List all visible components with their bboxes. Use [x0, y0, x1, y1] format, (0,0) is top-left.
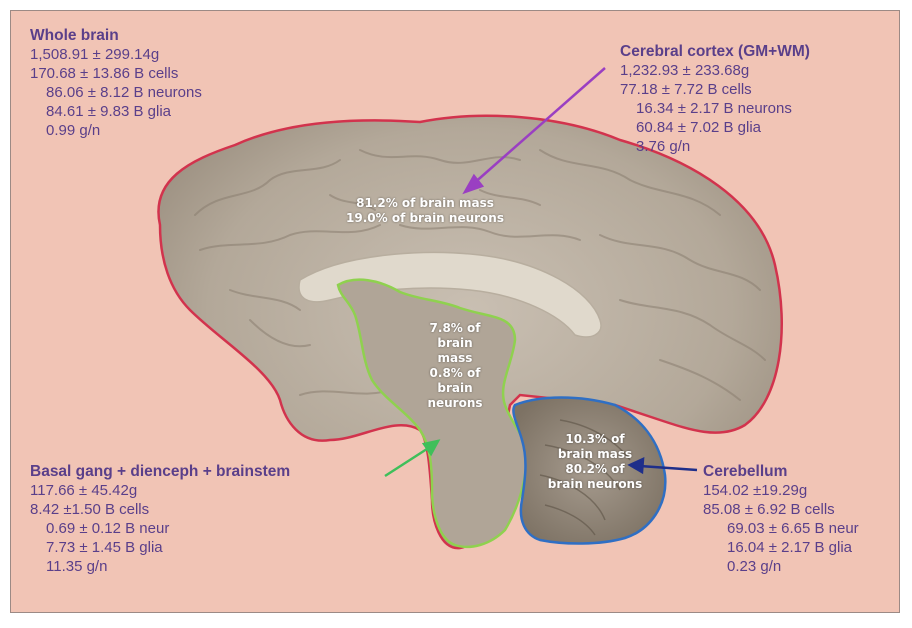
cerebral-cortex-stats: Cerebral cortex (GM+WM) 1,232.93 ± 233.6…	[620, 42, 810, 156]
basal-g-per-n: 11.35 g/n	[46, 558, 108, 575]
basal-neurons: 0.69 ± 0.12 B neur	[46, 520, 170, 537]
whole-brain-mass: 1,508.91 ± 299.14g	[30, 46, 160, 63]
cerebellum-title: Cerebellum	[703, 463, 788, 480]
basal-overlay: 7.8% of brain mass 0.8% of brain neurons	[415, 321, 495, 411]
whole-brain-stats: Whole brain 1,508.91 ± 299.14g 170.68 ± …	[30, 26, 202, 140]
cerebellum-overlay: 10.3% of brain mass 80.2% of brain neuro…	[530, 432, 660, 492]
cerebellum-overlay-line-3: 80.2% of	[565, 462, 625, 476]
cerebellum-arrow	[627, 456, 698, 475]
cortex-g-per-n: 3.76 g/n	[636, 138, 691, 155]
cerebellum-stats: Cerebellum 154.02 ±19.29g 85.08 ± 6.92 B…	[703, 462, 859, 576]
cerebellum-mass: 154.02 ±19.29g	[703, 482, 808, 499]
whole-brain-neurons: 86.06 ± 8.12 B neurons	[46, 84, 202, 101]
basal-arrow	[384, 439, 441, 478]
basal-overlay-line-6: neurons	[427, 396, 483, 410]
cortex-mass: 1,232.93 ± 233.68g	[620, 62, 750, 79]
gyri-texture	[194, 149, 766, 401]
basal-overlay-line-3: mass	[437, 351, 473, 365]
cortex-title: Cerebral cortex (GM+WM)	[620, 43, 810, 60]
basal-overlay-line-4: 0.8% of	[429, 366, 481, 380]
cortex-overlay-neurons: 19.0% of brain neurons	[346, 211, 504, 225]
cortex-arrow	[462, 67, 606, 195]
basal-glia: 7.73 ± 1.45 B glia	[46, 539, 163, 556]
basal-overlay-line-1: 7.8% of	[429, 321, 481, 335]
whole-brain-glia: 84.61 ± 9.83 B glia	[46, 103, 171, 120]
cerebellum-cells: 85.08 ± 6.92 B cells	[703, 501, 835, 518]
basal-region-shape	[336, 278, 528, 549]
basal-mass: 117.66 ± 45.42g	[30, 482, 138, 499]
cortex-neurons: 16.34 ± 2.17 B neurons	[636, 100, 792, 117]
cerebellum-g-per-n: 0.23 g/n	[727, 558, 782, 575]
whole-brain-g-per-n: 0.99 g/n	[46, 122, 101, 139]
basal-cells: 8.42 ±1.50 B cells	[30, 501, 150, 518]
cerebellum-overlay-line-4: brain neurons	[547, 477, 643, 491]
cerebellum-overlay-line-2: brain mass	[557, 447, 633, 461]
cortex-cells: 77.18 ± 7.72 B cells	[620, 81, 752, 98]
cerebellum-folia	[539, 419, 631, 536]
basal-overlay-line-5: brain	[437, 381, 473, 395]
cortex-glia: 60.84 ± 7.02 B glia	[636, 119, 761, 136]
basal-overlay-line-2: brain	[437, 336, 473, 350]
cerebellum-neurons: 69.03 ± 6.65 B neur	[727, 520, 859, 537]
cortex-overlay: 81.2% of brain mass 19.0% of brain neuro…	[330, 196, 520, 226]
basal-stats: Basal gang + dienceph + brainstem 117.66…	[30, 462, 290, 576]
cortex-overlay-mass: 81.2% of brain mass	[356, 196, 494, 210]
cerebellum-glia: 16.04 ± 2.17 B glia	[727, 539, 852, 556]
basal-title: Basal gang + dienceph + brainstem	[30, 463, 291, 480]
cerebellum-overlay-line-1: 10.3% of	[565, 432, 625, 446]
whole-brain-title: Whole brain	[30, 27, 119, 44]
whole-brain-cells: 170.68 ± 13.86 B cells	[30, 65, 179, 82]
